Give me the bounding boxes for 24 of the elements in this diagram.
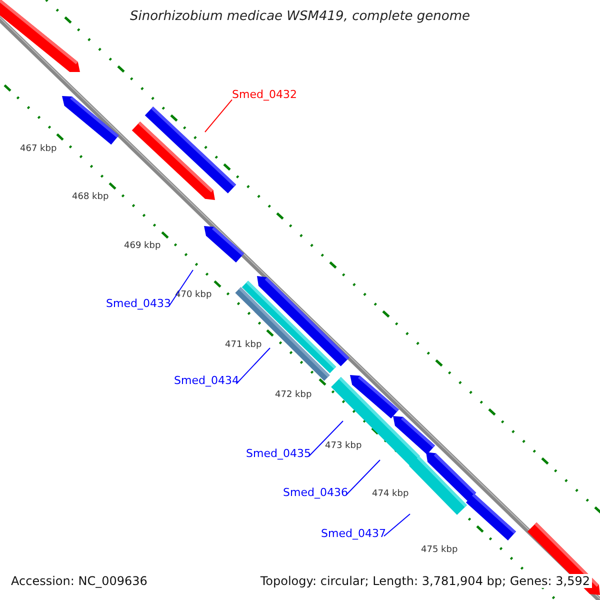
leader-line [346, 460, 380, 496]
scale-label: 469 kbp [124, 241, 161, 252]
gene-label: Smed_0433 [106, 297, 168, 310]
leader-line [308, 420, 344, 457]
leader-line [204, 99, 232, 132]
scale-label: 468 kbp [72, 192, 109, 203]
scale-label: 475 kbp [421, 545, 458, 556]
scale-label: 471 kbp [225, 340, 262, 351]
scale-label: 470 kbp [175, 290, 212, 301]
scale-label: 472 kbp [275, 390, 312, 401]
scale-label: 474 kbp [372, 489, 409, 500]
gene-label: Smed_0437 [321, 527, 383, 540]
scale-label: 467 kbp [20, 144, 57, 155]
leader-line [384, 514, 410, 537]
accession-text: Accession: NC_009636 [9, 574, 150, 588]
gene-label: Smed_0432 [232, 88, 294, 101]
leader-line [236, 348, 270, 384]
leader-line [168, 270, 194, 307]
gene-label: Smed_0436 [283, 486, 345, 499]
scale-label: 473 kbp [325, 441, 362, 452]
genome-stats-text: Topology: circular; Length: 3,781,904 bp; Genes: 3,592 [258, 574, 592, 588]
gene-label: Smed_0435 [246, 447, 308, 460]
gene-label: Smed_0434 [174, 374, 236, 387]
map-title: Sinorhizobium medicae WSM419, complete genome [128, 9, 472, 24]
